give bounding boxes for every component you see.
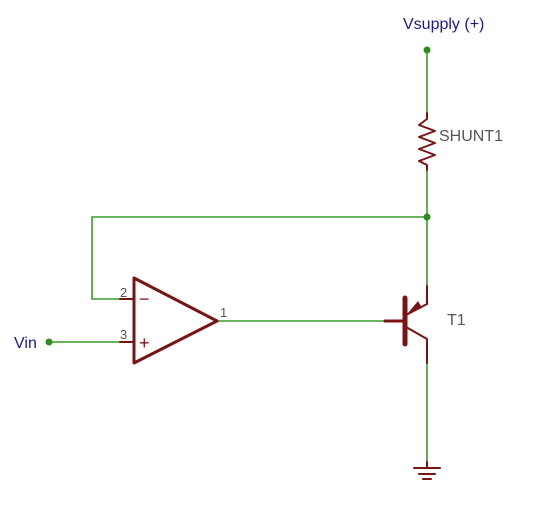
npn-transistor: [383, 285, 428, 364]
input-net-label: Vin: [14, 335, 37, 352]
opamp-pin-2-label: 2: [120, 285, 127, 300]
feedback-wire: [91, 216, 427, 300]
opamp-inverting-symbol: −: [139, 289, 150, 309]
feedback-junction-dot: [423, 213, 431, 221]
wires: [49, 50, 428, 462]
shunt-resistor: [418, 112, 436, 171]
transistor-arrow: [408, 301, 422, 313]
opamp-pin-3-label: 3: [120, 327, 127, 342]
supply-terminal-dot: [423, 46, 431, 54]
shunt-resistor-label: SHUNT1: [439, 128, 503, 145]
opamp-pin-1-label: 1: [220, 305, 227, 320]
input-terminal-dot: [45, 338, 53, 346]
transistor-label: T1: [447, 312, 466, 329]
opamp: [119, 276, 219, 365]
opamp-triangle: [132, 276, 219, 365]
opamp-noninverting-symbol: +: [139, 333, 150, 353]
supply-net-label: Vsupply (+): [403, 16, 484, 33]
ground-symbol: [413, 461, 441, 480]
